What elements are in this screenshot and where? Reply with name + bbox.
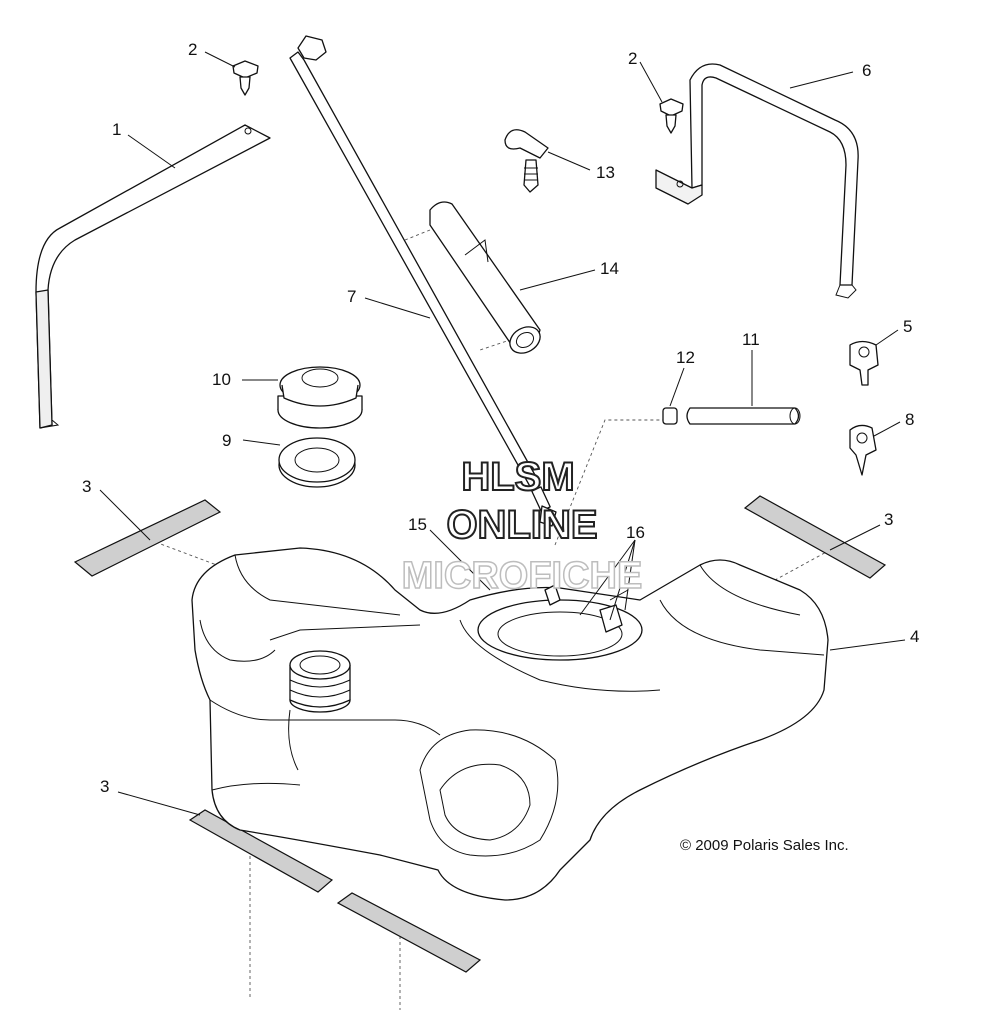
pad-3-bottom-b-part — [336, 892, 482, 973]
clip-5-part — [849, 340, 879, 386]
callout-8: 8 — [905, 410, 914, 429]
callout-13: 13 — [596, 163, 615, 182]
leader-lines — [99, 51, 906, 816]
callout-6: 6 — [862, 61, 871, 80]
callout-4: 4 — [910, 627, 919, 646]
callout-5: 5 — [903, 317, 912, 336]
callout-2-right: 2 — [628, 49, 637, 68]
callout-11: 11 — [742, 330, 760, 349]
clip-8-part — [849, 424, 877, 476]
clamp-12-part — [662, 407, 678, 425]
callout-15: 15 — [408, 515, 427, 534]
watermark: HLSM ONLINE MICROFICHE — [401, 454, 643, 598]
sleeve-14-part — [429, 201, 541, 354]
callout-labels: 1 2 2 3 3 3 4 5 6 7 8 9 10 11 12 13 14 1… — [82, 40, 919, 796]
callout-2-left: 2 — [188, 40, 197, 59]
watermark-line-3: MICROFICHE — [402, 555, 643, 597]
callout-10: 10 — [212, 370, 231, 389]
fuel-cap-part — [277, 366, 363, 429]
watermark-line-2: ONLINE — [446, 503, 597, 547]
watermark-line-1: HLSM — [461, 455, 574, 499]
gasket-9-part — [278, 437, 356, 488]
vent-line-part — [289, 35, 557, 527]
clip-13-part — [504, 129, 549, 193]
callout-3-right: 3 — [884, 510, 893, 529]
pad-3-right-part — [743, 495, 887, 579]
callout-9: 9 — [222, 431, 231, 450]
fuel-tank-part — [191, 547, 829, 901]
bolt-right-part — [659, 98, 684, 134]
pad-3-bottom-a-part — [188, 809, 334, 893]
callout-16: 16 — [626, 523, 645, 542]
bracket-right-part — [655, 63, 859, 299]
callout-1: 1 — [112, 120, 121, 139]
hose-11-part — [686, 407, 801, 425]
bolt-left-part — [232, 60, 259, 96]
callout-3-bottom: 3 — [100, 777, 109, 796]
callout-3-left: 3 — [82, 477, 91, 496]
copyright-notice: © 2009 Polaris Sales Inc. — [680, 837, 849, 854]
callout-12: 12 — [676, 348, 695, 367]
callout-7: 7 — [347, 287, 356, 306]
callout-14: 14 — [600, 259, 619, 278]
strap-left-part — [35, 124, 271, 429]
